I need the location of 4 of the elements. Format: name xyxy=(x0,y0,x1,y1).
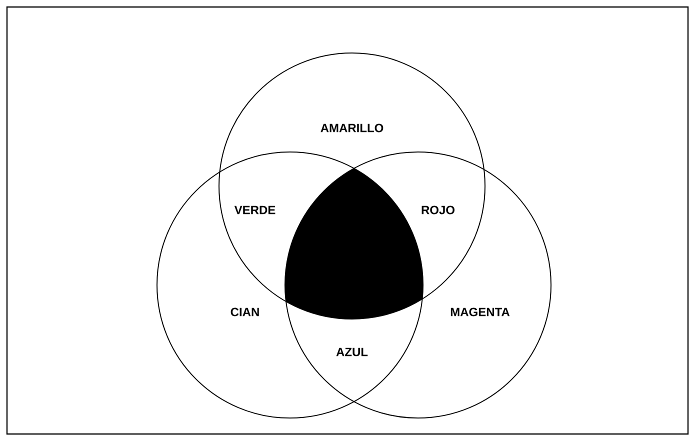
region-label: VERDE xyxy=(234,206,276,214)
overlap-region xyxy=(285,168,423,319)
region-label: AZUL xyxy=(336,348,368,356)
region-label: ROJO xyxy=(422,206,454,214)
